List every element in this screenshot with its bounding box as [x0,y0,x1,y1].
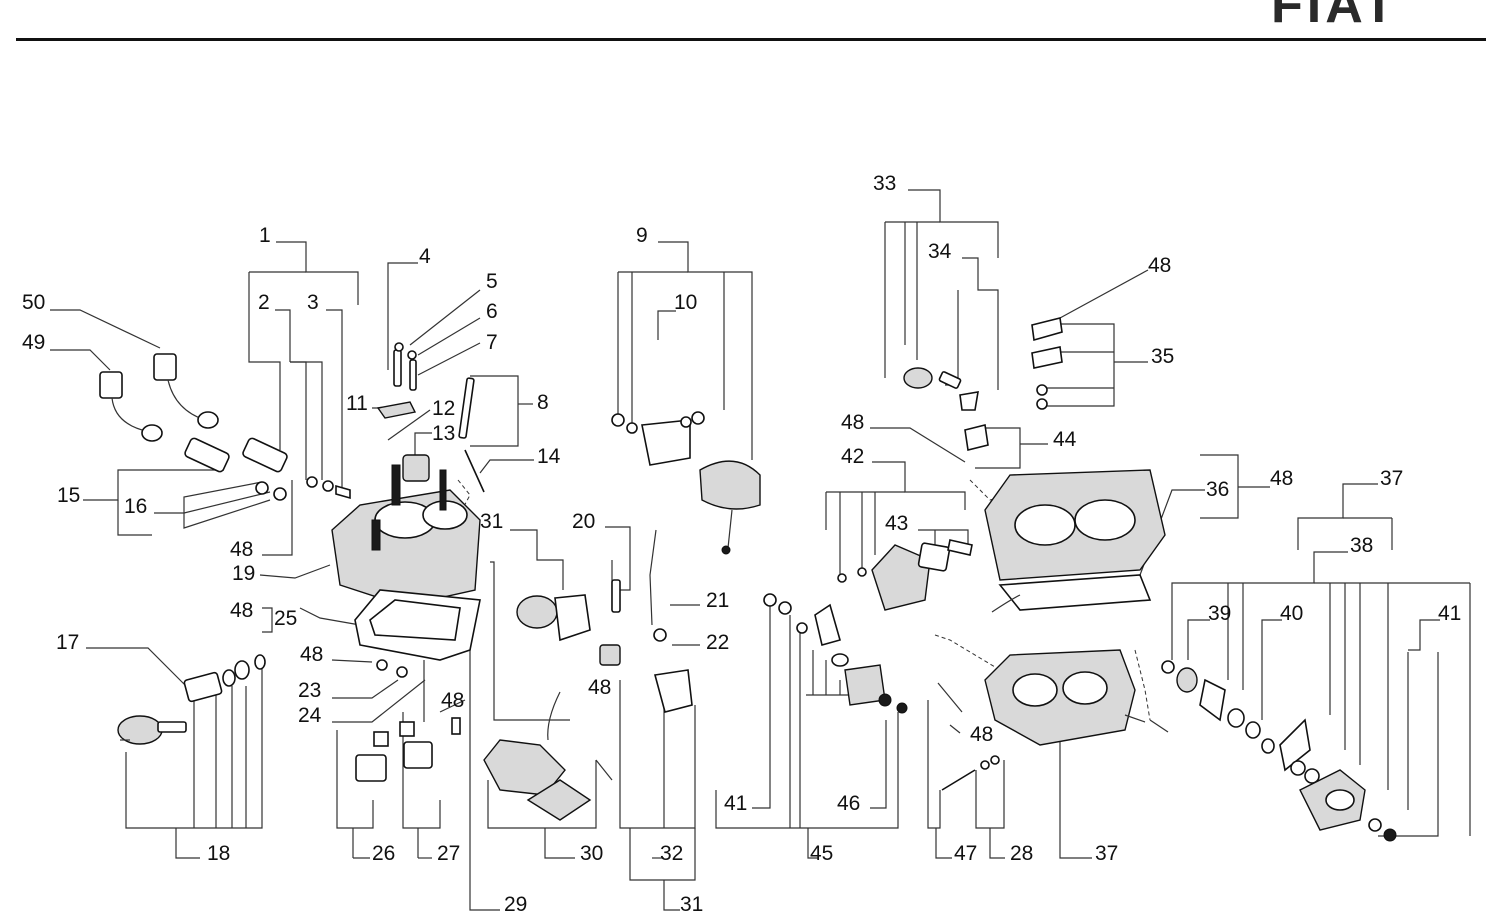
callout-19: 19 [232,562,255,585]
callout-37-lower: 37 [1095,842,1118,865]
part-drawings [99,317,1397,842]
callout-34: 34 [928,240,952,263]
callout-labels: 1 2 3 4 5 6 7 8 9 10 11 12 13 14 15 16 1… [22,172,1461,916]
callout-18: 18 [207,842,230,865]
callout-16: 16 [124,495,147,518]
callout-15: 15 [57,484,80,507]
callout-26: 26 [372,842,395,865]
callout-48-g: 48 [841,411,864,434]
callout-6: 6 [486,300,498,323]
callout-40: 40 [1280,602,1303,625]
callout-48-body: 48 [1270,467,1293,490]
callout-44: 44 [1053,428,1077,451]
callout-48-h: 48 [970,723,993,746]
callout-45: 45 [810,842,833,865]
callout-25: 25 [274,607,297,630]
callout-4: 4 [419,245,431,268]
callout-31: 31 [480,510,503,533]
callout-2: 2 [258,291,270,314]
callout-29: 29 [504,893,527,916]
callout-38: 38 [1350,534,1373,557]
callout-22: 22 [706,631,729,654]
callout-48-f: 48 [1148,254,1171,277]
callout-13: 13 [432,422,455,445]
callout-20: 20 [572,510,595,533]
callout-46: 46 [837,792,860,815]
callout-50: 50 [22,291,45,314]
callout-24: 24 [298,704,322,727]
callout-8: 8 [537,391,549,414]
callout-21: 21 [706,589,729,612]
callout-48-a: 48 [230,538,253,561]
callout-47: 47 [954,842,977,865]
callout-35: 35 [1151,345,1174,368]
callout-48-e: 48 [588,676,611,699]
callout-49: 49 [22,331,45,354]
callout-48-d: 48 [441,689,464,712]
callout-14: 14 [537,445,561,468]
callout-11: 11 [346,392,368,415]
callout-41: 41 [1438,602,1461,625]
callout-10: 10 [674,291,697,314]
callout-37: 37 [1380,467,1403,490]
callout-3: 3 [307,291,319,314]
callout-36: 36 [1206,478,1229,501]
callout-39: 39 [1208,602,1231,625]
header-rule [16,38,1486,41]
callout-48-b: 48 [230,599,253,622]
callout-5: 5 [486,270,498,293]
callout-43: 43 [885,512,908,535]
callout-31-lower: 31 [680,893,703,916]
callout-9: 9 [636,224,648,247]
callout-12: 12 [432,397,455,420]
callout-27: 27 [437,842,460,865]
callout-28: 28 [1010,842,1033,865]
callout-17: 17 [56,631,79,654]
brand-logo: FIAT [1271,0,1399,34]
callout-1: 1 [259,224,271,247]
callout-32: 32 [660,842,683,865]
callout-33: 33 [873,172,896,195]
callout-42: 42 [841,445,864,468]
callout-41-center: 41 [724,792,747,815]
callout-30: 30 [580,842,603,865]
callout-48-c: 48 [300,643,323,666]
callout-23: 23 [298,679,321,702]
callout-7: 7 [486,331,498,354]
